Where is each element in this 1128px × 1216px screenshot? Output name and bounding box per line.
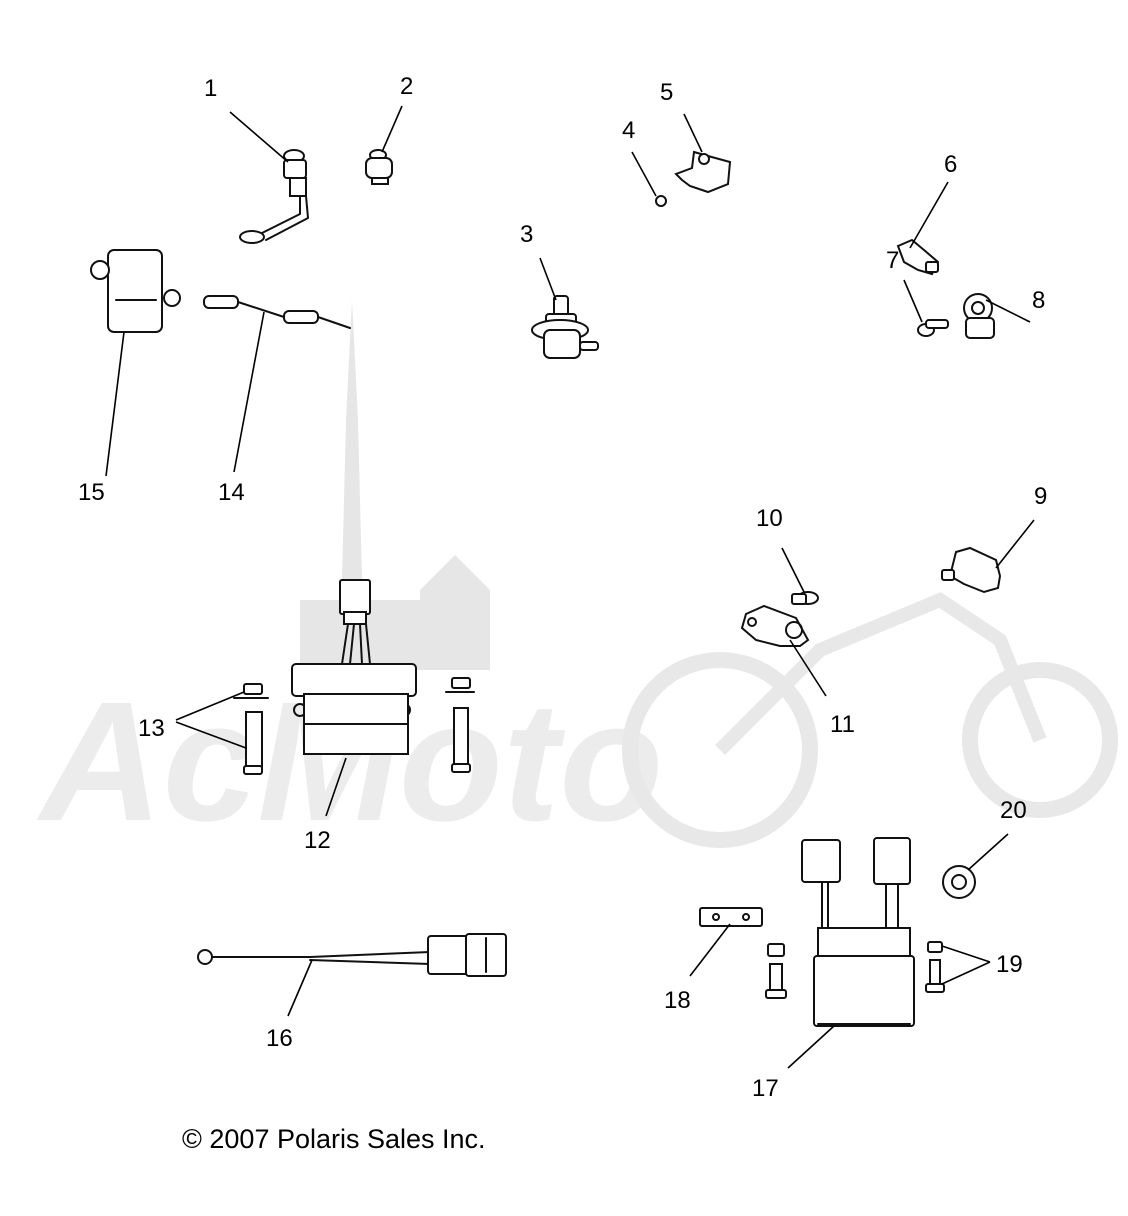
part-11-sensor xyxy=(740,604,810,647)
part-14-wire xyxy=(203,295,351,329)
copyright-notice: © 2007 Polaris Sales Inc. xyxy=(182,1124,486,1154)
part-16-harness xyxy=(197,933,507,977)
part-2-switch xyxy=(365,149,393,185)
callout-12: 12 xyxy=(304,827,331,854)
part-19-bolts xyxy=(765,941,945,999)
callout-14: 14 xyxy=(218,479,245,506)
callout-3: 3 xyxy=(520,221,533,248)
part-1-sensor-elbow xyxy=(239,149,309,244)
callout-19: 19 xyxy=(996,951,1023,978)
part-12-module xyxy=(291,579,417,755)
watermark-logo: AcMoto xyxy=(36,300,1118,857)
part-7-bolt xyxy=(917,319,949,337)
part-17-module xyxy=(801,837,915,1027)
part-9-sensor xyxy=(941,546,1002,594)
part-13-bolts xyxy=(233,677,475,775)
part-3-regulator xyxy=(531,295,599,359)
leader-lines xyxy=(105,105,1035,1069)
callout-20: 20 xyxy=(1000,797,1027,824)
part-4-screw xyxy=(655,195,667,207)
callout-4: 4 xyxy=(622,117,635,144)
callout-numbers: 1 2 3 4 5 6 7 8 9 10 11 12 13 14 15 16 1… xyxy=(78,73,1047,1102)
callout-5: 5 xyxy=(660,79,673,106)
callout-18: 18 xyxy=(664,987,691,1014)
part-15-sensor xyxy=(90,249,181,333)
callout-16: 16 xyxy=(266,1025,293,1052)
callout-1: 1 xyxy=(204,75,217,102)
part-8-knock-sensor xyxy=(963,293,995,339)
callout-2: 2 xyxy=(400,73,413,100)
callout-6: 6 xyxy=(944,151,957,178)
callout-13: 13 xyxy=(138,715,165,742)
callout-10: 10 xyxy=(756,505,783,532)
part-5-sensor xyxy=(674,150,732,194)
part-20-grommet xyxy=(942,865,976,899)
part-10-bolt xyxy=(791,591,819,605)
callout-7: 7 xyxy=(886,247,899,274)
callout-9: 9 xyxy=(1034,483,1047,510)
part-6-sensor xyxy=(896,238,940,276)
callout-11: 11 xyxy=(830,711,855,738)
callout-15: 15 xyxy=(78,479,105,506)
part-18-bracket xyxy=(699,907,763,927)
callout-17: 17 xyxy=(752,1075,779,1102)
callout-8: 8 xyxy=(1032,287,1045,314)
